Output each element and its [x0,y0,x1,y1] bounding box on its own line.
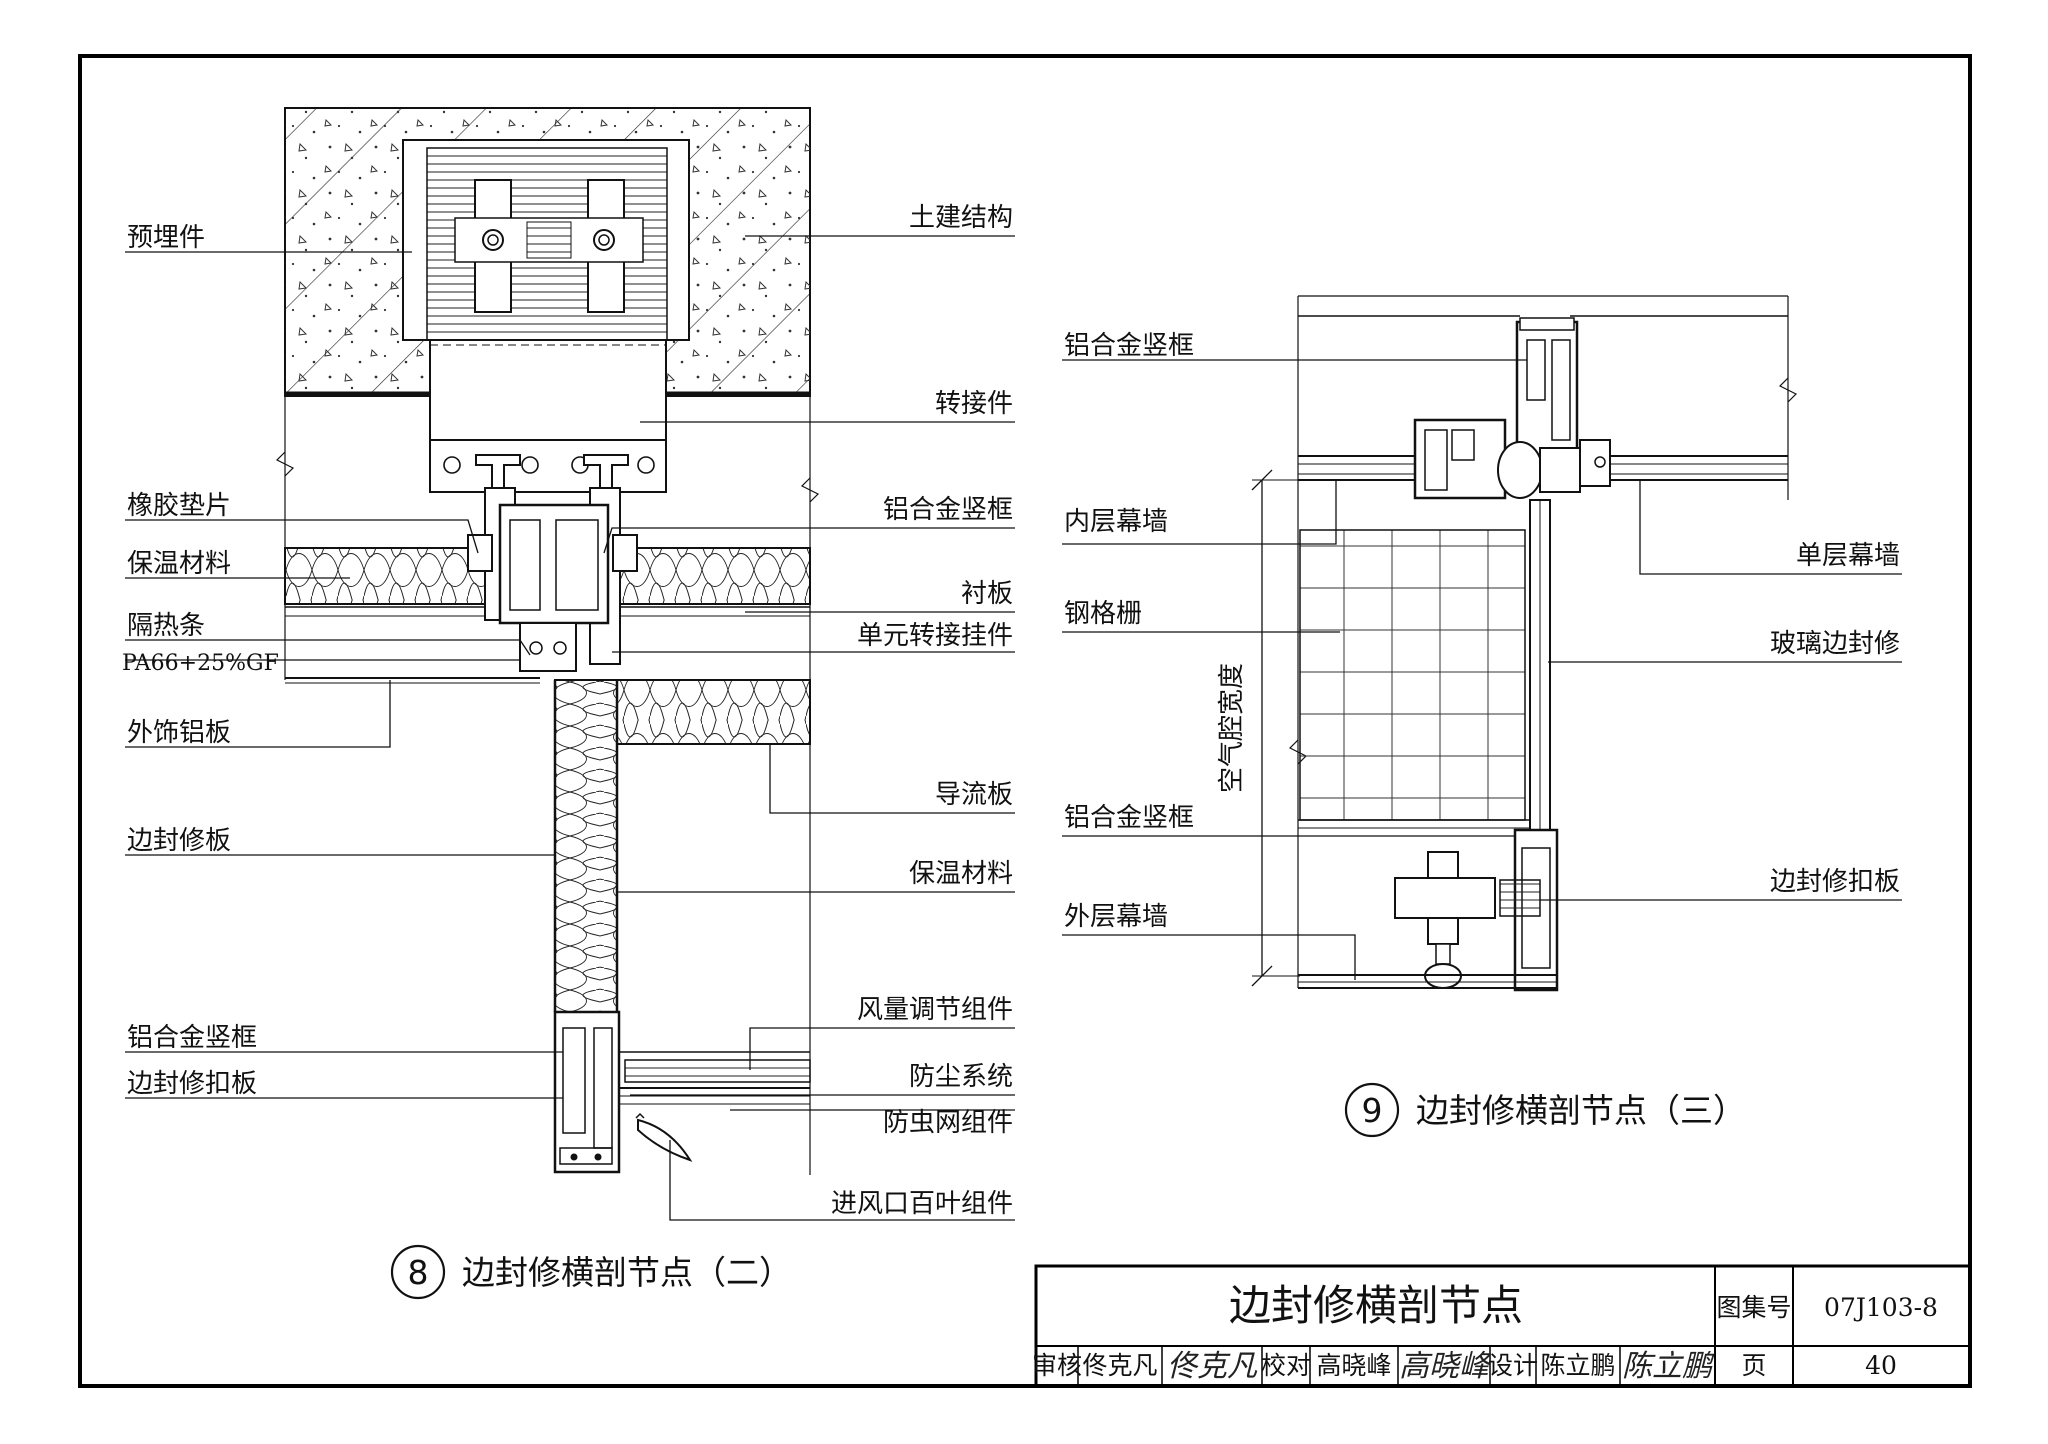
label-aluminum-cladding: 外饰铝板 [127,718,231,748]
label-steel-grating: 钢格栅 [1064,599,1142,629]
label-building-structure: 土建结构 [909,203,1013,233]
detail-9-number-circle [1344,1082,1400,1138]
reviewer-name: 佟克凡 [1082,1351,1157,1380]
label-unit-hanger: 单元转接挂件 [857,621,1013,651]
checker-name: 高晓峰 [1316,1351,1391,1380]
reviewer-signature: 佟克凡 [1167,1349,1258,1384]
label-insect-screen: 防虫网组件 [883,1108,1013,1138]
label-outer-curtain-wall: 外层幕墙 [1064,902,1168,932]
label-insulation-left: 保温材料 [127,549,231,579]
detail-8-leaders [125,235,1015,1221]
design-label: 设计 [1488,1351,1538,1380]
detail-8-number-circle [390,1244,446,1300]
label-embedded-part: 预埋件 [127,223,205,253]
label-thermal-break: 隔热条 [127,611,205,641]
detail-9-leaders [1062,359,1902,980]
label-single-curtain-wall: 单层幕墙 [1796,541,1900,571]
detail-8-drawing [275,107,820,1175]
page-number: 40 [1865,1351,1897,1380]
checker-signature: 高晓峰 [1399,1349,1492,1384]
sheet-border [78,54,1972,1388]
label-rubber-gasket: 橡胶垫片 [127,491,231,521]
review-label: 审核 [1032,1351,1082,1380]
label-airflow-regulator: 风量调节组件 [857,995,1013,1025]
label-adapter: 转接件 [935,389,1013,419]
title-block [1034,1264,1972,1388]
detail-9-caption: 边封修横剖节点（三） [1416,1091,1746,1130]
label-air-cavity-width: 空气腔宽度 [1217,663,1247,793]
detail-8-caption: 边封修横剖节点（二） [462,1253,792,1292]
detail-9-drawing [1251,295,1798,992]
label-edge-cover-plate: 边封修扣板 [127,1069,257,1099]
detail-8-number: 8 [408,1253,429,1292]
page-label: 页 [1741,1351,1766,1380]
label-inner-curtain-wall: 内层幕墙 [1064,507,1168,537]
label-thermal-break-material: PA66+25%GF [122,651,279,676]
check-label: 校对 [1261,1351,1311,1380]
designer-signature: 陈立鹏 [1622,1349,1715,1384]
designer-name: 陈立鹏 [1540,1351,1615,1380]
label-deflector: 导流板 [935,780,1013,810]
label-dust-system: 防尘系统 [909,1062,1013,1092]
detail-9-number: 9 [1362,1091,1383,1130]
label-inlet-louver: 进风口百叶组件 [831,1189,1013,1219]
label-aluminum-mullion-bottom: 铝合金竖框 [127,1023,257,1053]
atlas-number: 07J103-8 [1824,1293,1938,1322]
label-aluminum-mullion-top: 铝合金竖框 [883,495,1013,525]
label-d9-edge-cover-plate: 边封修扣板 [1770,867,1900,897]
label-backing-board: 衬板 [961,579,1013,609]
label-insulation-right: 保温材料 [909,859,1013,889]
label-d9-aluminum-mullion-top: 铝合金竖框 [1064,331,1194,361]
label-d9-aluminum-mullion-bottom: 铝合金竖框 [1064,803,1194,833]
atlas-label: 图集号 [1716,1293,1791,1322]
label-edge-closure-panel: 边封修板 [127,826,231,856]
label-glass-edge-closure: 玻璃边封修 [1770,629,1900,659]
sheet-title: 边封修横剖节点 [1229,1281,1523,1330]
